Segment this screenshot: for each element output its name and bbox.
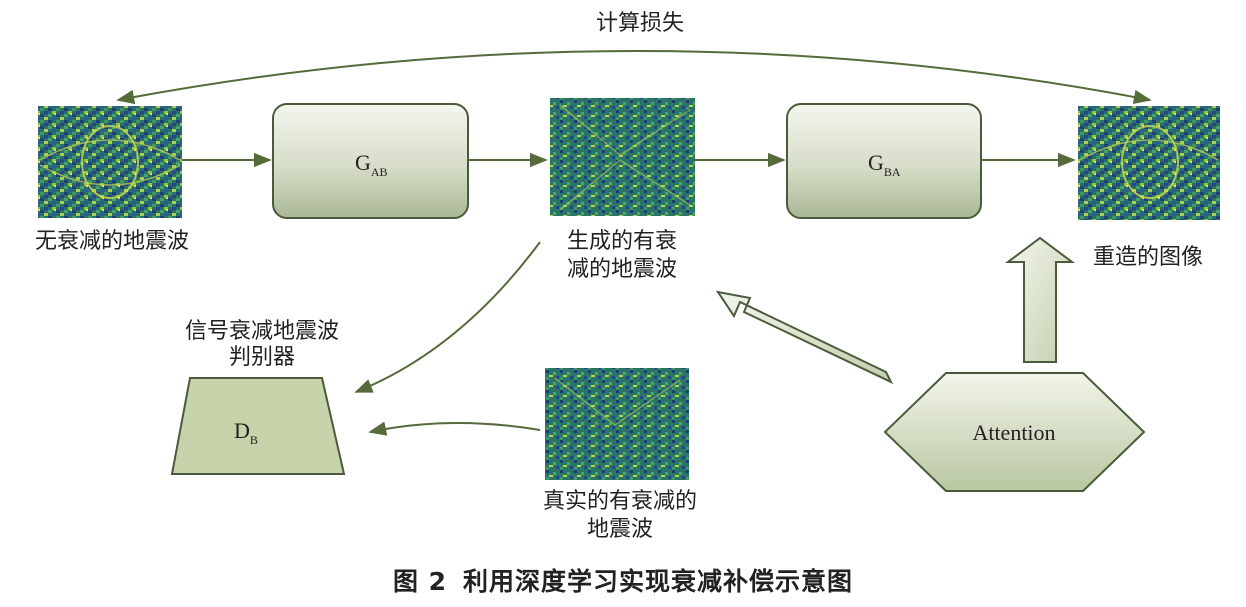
discriminator-title-line1: 信号衰减地震波 [184, 319, 340, 344]
real-seismic-image [545, 368, 689, 480]
arrow-real-to-discriminator [368, 421, 541, 436]
loss-arc [116, 50, 1152, 105]
generator-gab: GAB [272, 103, 469, 219]
generator-gba: GBA [786, 103, 982, 219]
generated-label-line2: 减的地震波 [566, 257, 678, 282]
svg-text:GAB: GAB [355, 150, 388, 179]
gba-main: G [868, 150, 884, 175]
caption-fig-number: 图 2 [392, 567, 448, 596]
attention-hexagon: Attention [883, 372, 1146, 492]
input-seismic-image [38, 106, 182, 218]
attention-label: Attention [972, 420, 1055, 445]
input-label: 无衰减的地震波 [34, 229, 190, 254]
generated-seismic-image [550, 98, 695, 216]
db-sub: B [250, 433, 258, 447]
db-main: D [234, 418, 250, 443]
real-label-line1: 真实的有衰减的 [542, 489, 698, 514]
figure-caption: 图 2 利用深度学习实现衰减补偿示意图 [0, 562, 1246, 598]
generated-label-line1: 生成的有衰 [566, 229, 678, 254]
svg-text:GBA: GBA [868, 150, 901, 179]
svg-text:DB: DB [234, 418, 258, 447]
caption-text: 利用深度学习实现衰减补偿示意图 [463, 567, 854, 596]
gab-sub: AB [371, 165, 388, 179]
attention-up-arrow [1005, 236, 1075, 363]
loss-label: 计算损失 [595, 11, 685, 36]
reconstructed-label: 重造的图像 [1092, 245, 1204, 270]
arrow-generated-to-discriminator [354, 241, 541, 393]
gab-main: G [355, 150, 371, 175]
real-label-line2: 地震波 [586, 517, 654, 542]
discriminator-title-line2: 判别器 [228, 345, 296, 370]
reconstructed-seismic-image [1078, 106, 1220, 220]
discriminator-db: DB [170, 377, 346, 475]
gba-sub: BA [884, 165, 901, 179]
attention-diagonal-arrow [715, 290, 894, 385]
